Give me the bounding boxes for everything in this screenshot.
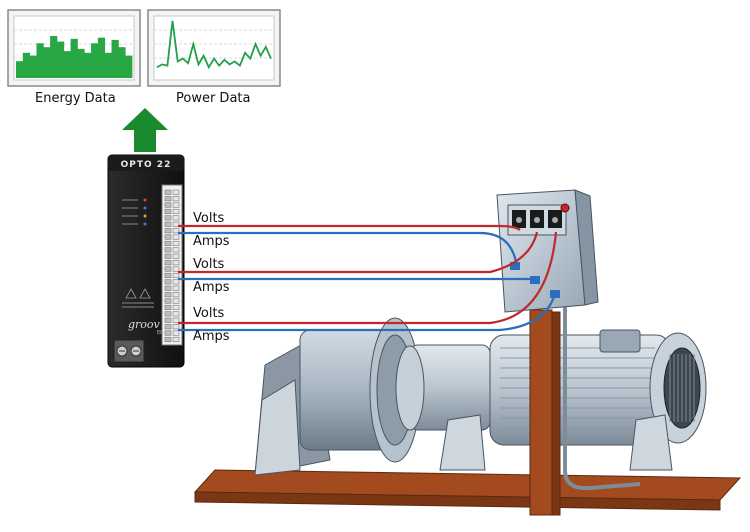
energy-bar — [16, 61, 24, 78]
energy-bar — [84, 52, 92, 78]
wire-label-volts: Volts — [193, 306, 225, 321]
signal-wires — [178, 224, 558, 332]
controller-brand: OPTO 22 — [121, 160, 172, 170]
wire-label-volts: Volts — [193, 211, 225, 226]
energy-bar — [77, 48, 85, 78]
wire-label-amps: Amps — [193, 329, 230, 344]
winch-drum — [254, 317, 421, 476]
energy-bar — [104, 52, 112, 78]
motor-cooling-fins — [500, 347, 655, 429]
wire-label-volts: Volts — [193, 257, 225, 272]
gearbox — [395, 344, 491, 471]
skid-frame — [193, 469, 742, 511]
warning-icon — [139, 288, 151, 299]
power-data-caption: Power Data — [176, 91, 251, 106]
amps-wire — [178, 293, 557, 332]
energy-bar — [63, 51, 71, 78]
power-data-panel — [147, 9, 281, 87]
energy-bar — [43, 47, 51, 78]
energy-bar — [22, 52, 31, 78]
energy-bar — [125, 55, 133, 78]
conduit — [563, 300, 641, 491]
energy-bar — [36, 43, 44, 78]
energy-bar — [111, 39, 119, 78]
energy-bar — [70, 38, 78, 78]
energy-bar — [56, 41, 65, 78]
energy-bar — [118, 47, 126, 78]
terminal-block — [164, 189, 180, 342]
wire-label-amps: Amps — [193, 234, 230, 249]
volts-wire — [178, 231, 558, 325]
status-leds — [122, 198, 147, 226]
groov-epic-controller: OPTO 22 groov EPIC — [107, 154, 185, 368]
electric-motor — [489, 329, 707, 471]
energy-data-caption: Energy Data — [35, 91, 116, 106]
volts-wire — [178, 231, 539, 274]
wire-label-amps: Amps — [193, 280, 230, 295]
energy-bar-chart — [16, 36, 133, 78]
upload-arrow-icon — [122, 108, 168, 152]
indicator-light — [560, 203, 570, 213]
energy-bar — [91, 43, 99, 78]
disconnect-box — [496, 189, 599, 313]
energy-bar — [50, 36, 58, 78]
amps-wire — [178, 231, 518, 263]
power-connector — [113, 339, 145, 363]
volts-wire — [178, 224, 521, 231]
motor-fan-grill — [669, 354, 695, 422]
controller-model-logo: groov — [128, 318, 161, 331]
energy-bar — [97, 37, 106, 78]
power-line-series — [156, 20, 272, 70]
warning-icon — [125, 288, 137, 299]
energy-bar — [29, 55, 37, 78]
energy-data-panel — [7, 9, 141, 87]
support-post — [529, 309, 561, 516]
